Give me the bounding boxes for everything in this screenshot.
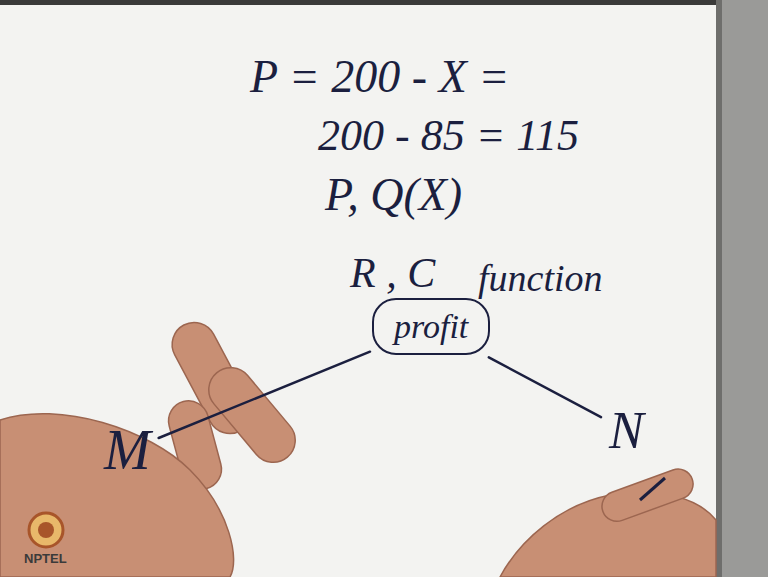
finger — [598, 465, 698, 526]
equation-text: 200 - 85 = 115 — [318, 112, 579, 160]
palm — [0, 414, 234, 577]
left-hand — [0, 315, 304, 577]
right-hand — [500, 465, 716, 577]
desk-edge — [722, 0, 768, 577]
plain-node: N — [605, 400, 648, 461]
logo-ring — [29, 513, 63, 547]
paper-shadow — [716, 0, 722, 577]
function-notation: P, Q(X) — [325, 170, 462, 221]
watermark: NPTEL — [24, 552, 67, 566]
equation-text: P = 200 - X = — [250, 52, 509, 103]
top-edge — [0, 0, 768, 5]
node-text: N — [609, 402, 644, 459]
profit-box: profit — [372, 298, 490, 355]
logo-core — [38, 522, 54, 538]
pen — [640, 478, 665, 500]
function-letters: R , C — [350, 250, 435, 296]
node-text: profit — [394, 308, 468, 345]
plain-node: M — [100, 418, 155, 484]
function-word: function — [478, 258, 603, 300]
connector-line — [489, 357, 601, 417]
node-text: M — [104, 420, 151, 482]
nptel-logo — [29, 513, 63, 547]
connector-line — [159, 352, 370, 438]
